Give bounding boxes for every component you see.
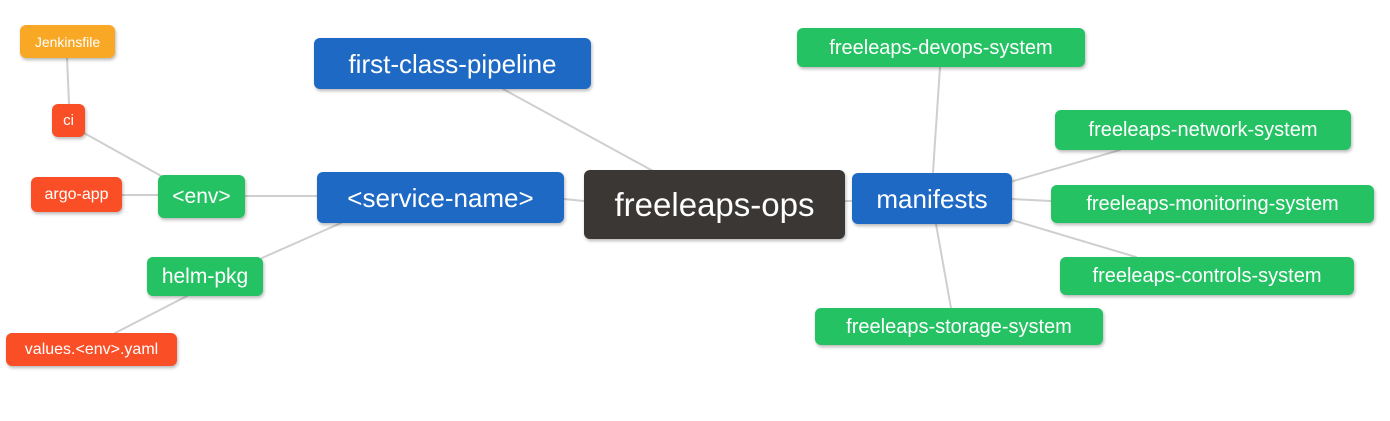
edge-service-name-to-helm-pkg [261, 222, 342, 259]
node-values-env-yaml[interactable]: values.<env>.yaml [6, 333, 177, 366]
node-manifests[interactable]: manifests [852, 173, 1012, 224]
edge-manifests-to-freeleaps-devops-system [932, 66, 941, 173]
node-argo-app[interactable]: argo-app [31, 177, 122, 212]
edge-ci-to-jenkinsfile [66, 56, 70, 105]
node-helm-pkg[interactable]: helm-pkg [147, 257, 263, 296]
edge-freeleaps-ops-to-service-name [563, 198, 585, 202]
edge-env-to-ci [83, 132, 164, 178]
node-freeleaps-devops-system[interactable]: freeleaps-devops-system [797, 28, 1085, 67]
node-env[interactable]: <env> [158, 175, 245, 218]
node-jenkinsfile[interactable]: Jenkinsfile [20, 25, 115, 58]
node-service-name[interactable]: <service-name> [317, 172, 564, 223]
edge-helm-pkg-to-values-env-yaml [114, 295, 188, 334]
node-freeleaps-monitoring-system[interactable]: freeleaps-monitoring-system [1051, 185, 1374, 223]
node-first-class-pipeline[interactable]: first-class-pipeline [314, 38, 591, 89]
node-freeleaps-controls-system[interactable]: freeleaps-controls-system [1060, 257, 1354, 295]
edge-manifests-to-freeleaps-storage-system [935, 223, 952, 309]
node-freeleaps-storage-system[interactable]: freeleaps-storage-system [815, 308, 1103, 345]
node-ci[interactable]: ci [52, 104, 85, 137]
node-freeleaps-ops[interactable]: freeleaps-ops [584, 170, 845, 239]
edge-manifests-to-freeleaps-monitoring-system [1011, 198, 1052, 202]
node-freeleaps-network-system[interactable]: freeleaps-network-system [1055, 110, 1351, 150]
edge-freeleaps-ops-to-first-class-pipeline [502, 88, 654, 172]
edge-manifests-to-freeleaps-network-system [1009, 149, 1121, 183]
edge-manifests-to-freeleaps-controls-system [1011, 219, 1137, 258]
